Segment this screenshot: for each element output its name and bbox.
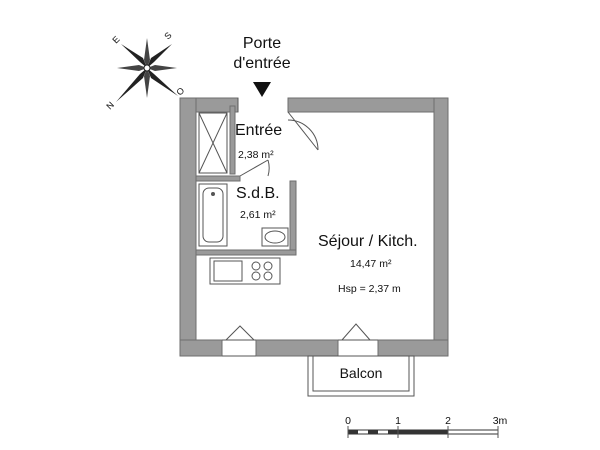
sink xyxy=(261,227,289,247)
compass-label-o: O xyxy=(174,85,186,97)
room-ceiling-height: Hsp = 2,37 m xyxy=(338,283,401,295)
entrance-label-line1: Porte xyxy=(243,35,281,52)
kitchenette xyxy=(209,257,281,285)
entrance-arrow-icon xyxy=(253,82,271,97)
room-name-sejour: Séjour / Kitch. xyxy=(318,233,418,250)
window-right xyxy=(338,323,378,357)
bathroom-door xyxy=(239,159,270,177)
room-area-sejour: 14,47 m² xyxy=(350,258,392,270)
entrance-door xyxy=(237,98,319,151)
room-name-entree: Entrée xyxy=(235,122,282,139)
scale-bar xyxy=(347,426,499,438)
bathtub xyxy=(198,183,228,247)
room-name-balcon: Balcon xyxy=(340,365,383,381)
balcony xyxy=(307,355,415,397)
scale-tick-0: 0 xyxy=(345,415,351,427)
compass-label-e: E xyxy=(110,34,121,45)
scale-tick-2: 2 xyxy=(445,415,451,427)
room-area-sdb: 2,61 m² xyxy=(240,209,276,221)
room-area-entree: 2,38 m² xyxy=(238,149,274,161)
entrance-label-line2: d'entrée xyxy=(233,55,290,72)
interior-walls xyxy=(195,105,297,256)
compass-label-s: S xyxy=(162,30,173,41)
compass-rose-icon xyxy=(116,38,178,102)
scale-tick-1: 1 xyxy=(395,415,401,427)
scale-tick-3: 3m xyxy=(493,415,508,427)
window-left xyxy=(222,325,256,357)
compass-label-n: N xyxy=(104,100,116,112)
room-name-sdb: S.d.B. xyxy=(236,185,280,202)
wardrobe xyxy=(198,112,228,174)
